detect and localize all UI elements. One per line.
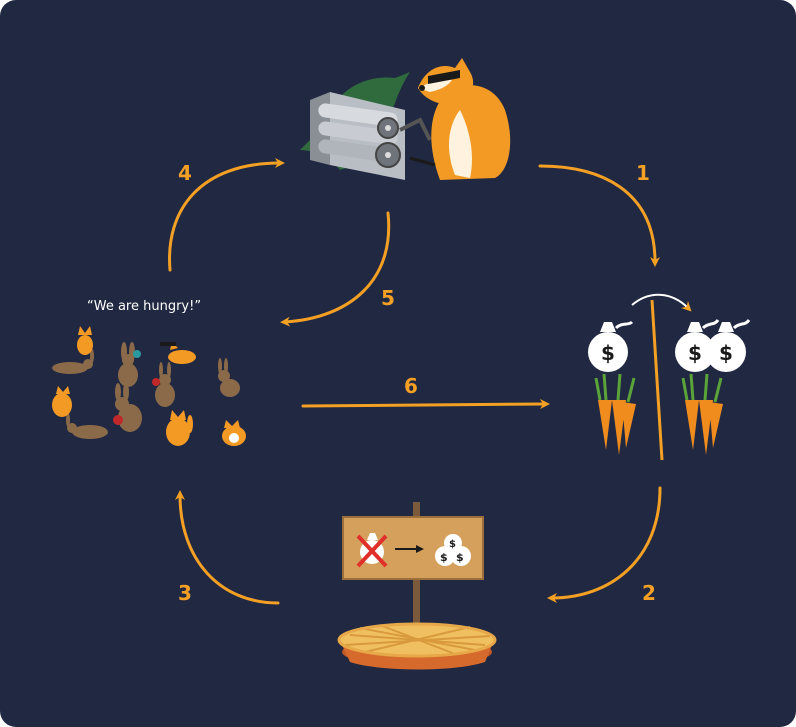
fox-icon	[77, 326, 93, 355]
fox-icon	[222, 420, 246, 446]
arrow-6	[301, 399, 550, 410]
step-label-6: 6	[404, 374, 418, 398]
step-label-3: 3	[178, 581, 192, 605]
crossed-money-bag-icon	[356, 533, 388, 568]
svg-text:$: $	[601, 341, 615, 365]
arrow-4	[168, 158, 285, 272]
fox-icon	[52, 386, 72, 417]
rabbit-icon	[218, 358, 240, 397]
rabbit-icon	[52, 349, 94, 374]
fox-icon	[166, 410, 193, 446]
step-label-4: 4	[178, 161, 192, 185]
svg-text:$: $	[456, 551, 464, 564]
fox-icon	[160, 342, 196, 364]
arrow-5	[280, 211, 391, 327]
arrow-1	[538, 164, 660, 267]
arrow-2	[547, 486, 662, 603]
svg-text:$: $	[688, 341, 702, 365]
carrot-icon	[594, 373, 636, 455]
money-bags-icon: $ $ $	[435, 534, 471, 566]
sign-and-pie-illustration: $ $ $	[337, 502, 497, 670]
cycle-arrows	[168, 158, 662, 605]
pie-icon	[337, 622, 497, 670]
step-label-1: 1	[636, 161, 650, 185]
price-comparison-illustration: $ $ $	[588, 293, 751, 461]
money-bag-icon: $	[588, 320, 634, 372]
hungry-animals-illustration	[52, 326, 246, 446]
svg-text:$: $	[719, 341, 733, 365]
money-bag-icon: $	[675, 319, 720, 372]
money-bag-icon: $	[706, 319, 751, 372]
step-label-5: 5	[381, 286, 395, 310]
money-printer-illustration	[300, 58, 511, 180]
svg-text:$: $	[449, 539, 456, 550]
rabbit-icon	[66, 413, 108, 439]
hungry-quote: “We are hungry!”	[87, 299, 201, 314]
rabbit-icon	[113, 383, 142, 432]
step-label-2: 2	[642, 581, 656, 605]
rabbit-icon	[155, 362, 175, 407]
svg-text:$: $	[440, 551, 448, 564]
carrot-icon	[681, 373, 723, 455]
arrow-3	[175, 490, 280, 605]
rabbit-icon	[118, 342, 138, 387]
